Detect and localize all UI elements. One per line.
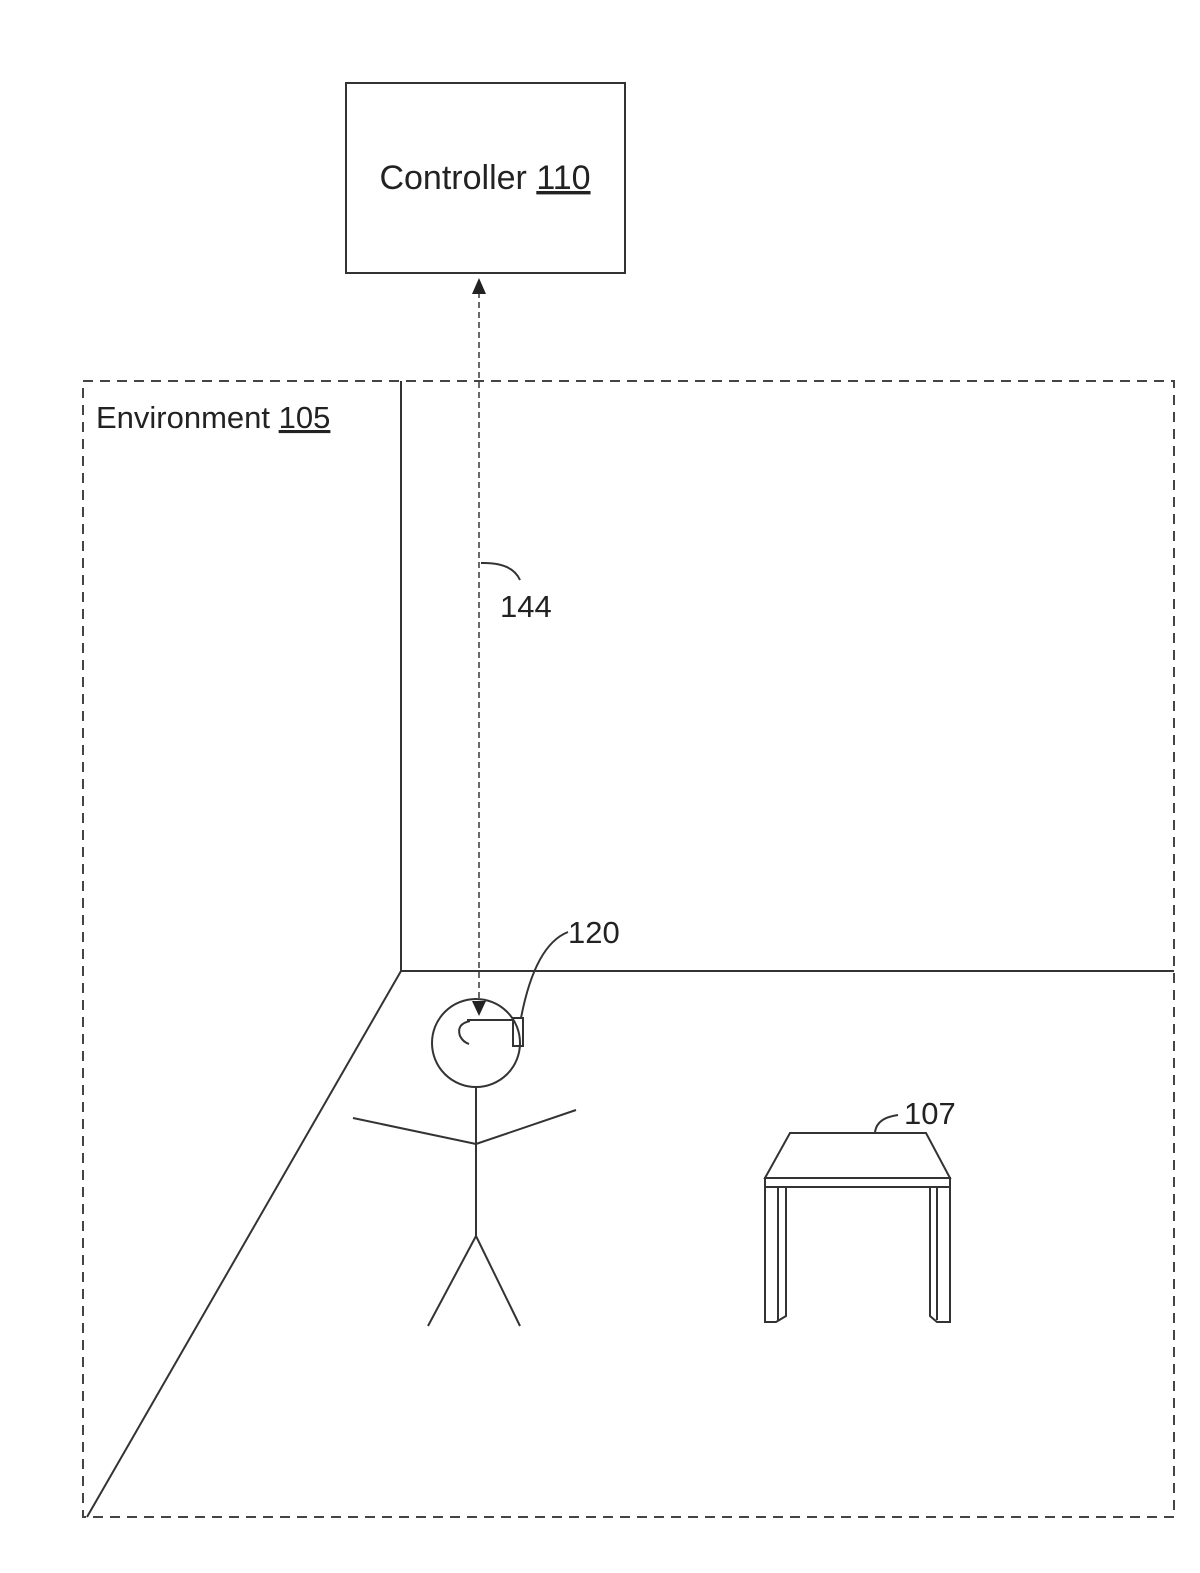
table-edge (764, 1177, 951, 1188)
headset-device (512, 1017, 524, 1047)
head (431, 998, 521, 1088)
right-arm (475, 1109, 577, 1145)
controller-block: Controller 110 (345, 82, 626, 274)
environment-label: Environment 105 (96, 400, 330, 435)
table-right-leg (929, 1187, 951, 1323)
headset-ref-label: 120 (568, 915, 620, 950)
arrow-up-icon (472, 278, 486, 294)
headset-leader-line (520, 931, 569, 1019)
controller-box (345, 82, 626, 274)
arrow-down-icon (472, 1001, 486, 1016)
table-ref-label: 107 (904, 1096, 956, 1131)
signal-ref-label: 144 (500, 589, 552, 624)
right-leg (475, 1235, 521, 1327)
headset-ear (458, 1020, 471, 1045)
table-left-leg (764, 1187, 787, 1323)
signal-144: 144 (472, 278, 552, 1016)
table-object: 107 (763, 1096, 956, 1323)
table-leader-line (874, 1114, 899, 1134)
environment-boundary (82, 380, 1175, 1518)
environment-region: Environment 105 (82, 380, 1175, 1518)
signal-leader-line (480, 561, 521, 581)
controller-label: Controller 110 (379, 159, 590, 197)
user-figure: 120 (352, 915, 620, 1327)
table-top (763, 1132, 952, 1179)
room-side-floor-line (86, 970, 402, 1518)
left-leg (427, 1235, 477, 1327)
left-arm (352, 1117, 477, 1145)
